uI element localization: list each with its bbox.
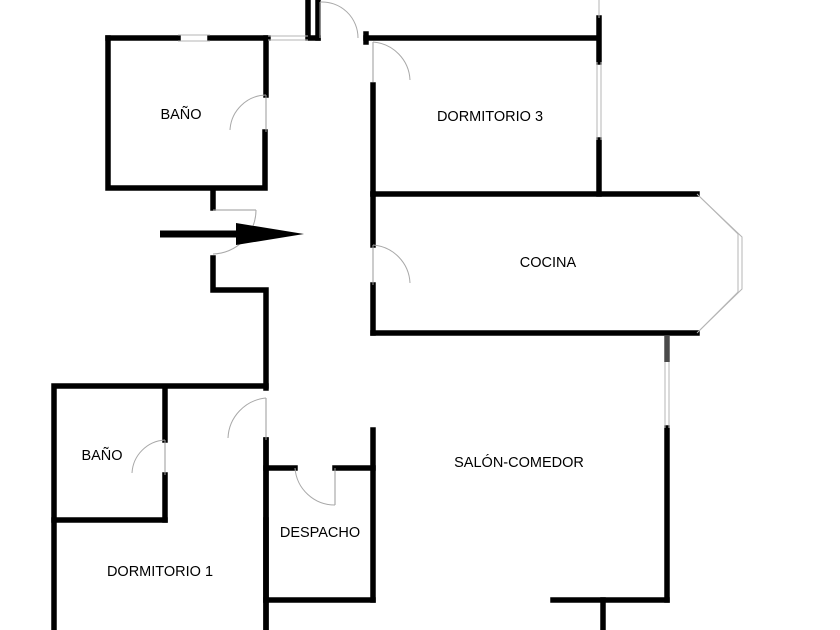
door-arc-bano-top (229, 94, 267, 131)
room-label-dormitorio-3: DORMITORIO 3 (437, 109, 543, 125)
room-label-bano-top: BAÑO (160, 106, 201, 123)
windows (178, 0, 743, 428)
window-cocina-bay-2 (699, 196, 743, 331)
wall-top-stub (305, 0, 321, 41)
door-arc-bano-left (131, 439, 166, 474)
room-label-bano-left: BAÑO (81, 447, 122, 464)
window-cocina-bay (696, 193, 739, 334)
wall-left-block (51, 383, 269, 630)
door-arc-despacho (294, 467, 336, 506)
door-arc-cocina (372, 244, 411, 284)
doors (131, 1, 411, 506)
entrance-arrow-icon (160, 223, 304, 245)
door-arc-left-block (227, 397, 267, 439)
room-label-despacho: DESPACHO (280, 525, 360, 541)
walls (51, 0, 700, 630)
wall-corridor-left (210, 255, 269, 391)
wall-bano-top (105, 35, 268, 191)
room-label-cocina: COCINA (520, 255, 577, 271)
room-label-dormitorio-1: DORMITORIO 1 (107, 564, 213, 580)
door-arc-entrance (319, 1, 359, 39)
door-arc-dorm3 (372, 41, 411, 81)
room-labels: BAÑO DORMITORIO 3 COCINA BAÑO SALÓN-COME… (81, 106, 583, 580)
room-label-salon-comedor: SALÓN-COMEDOR (454, 454, 584, 471)
